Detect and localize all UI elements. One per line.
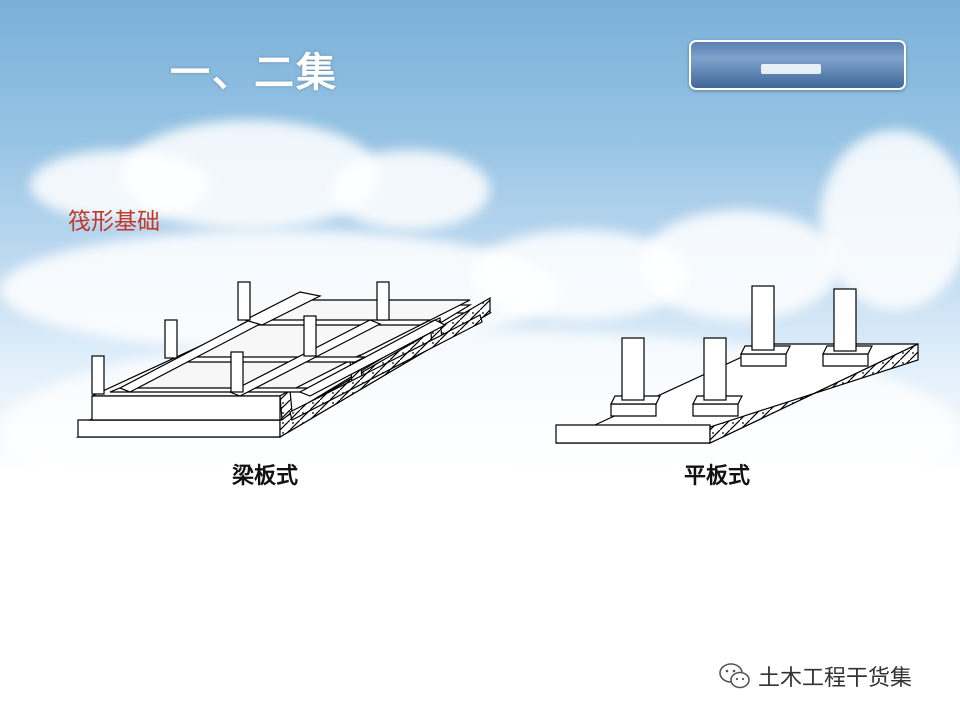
nav-button[interactable] [689,40,906,90]
caption-beam-slab: 梁板式 [232,463,299,489]
watermark-text: 土木工程干货集 [758,666,913,691]
watermark: 土木工程干货集 [718,660,912,692]
flat-plate-foundation-drawing [555,285,919,444]
cloud [820,130,960,310]
wechat-icon [719,663,750,689]
slide-title: 一、二集 [170,50,338,96]
nav-button-highlight [761,64,821,74]
caption-flat-plate: 平板式 [684,463,751,489]
cloud [640,210,840,320]
cloud [330,150,490,230]
slide-subtitle: 筏形基础 [68,209,160,235]
beam-slab-foundation-drawing [75,281,493,439]
